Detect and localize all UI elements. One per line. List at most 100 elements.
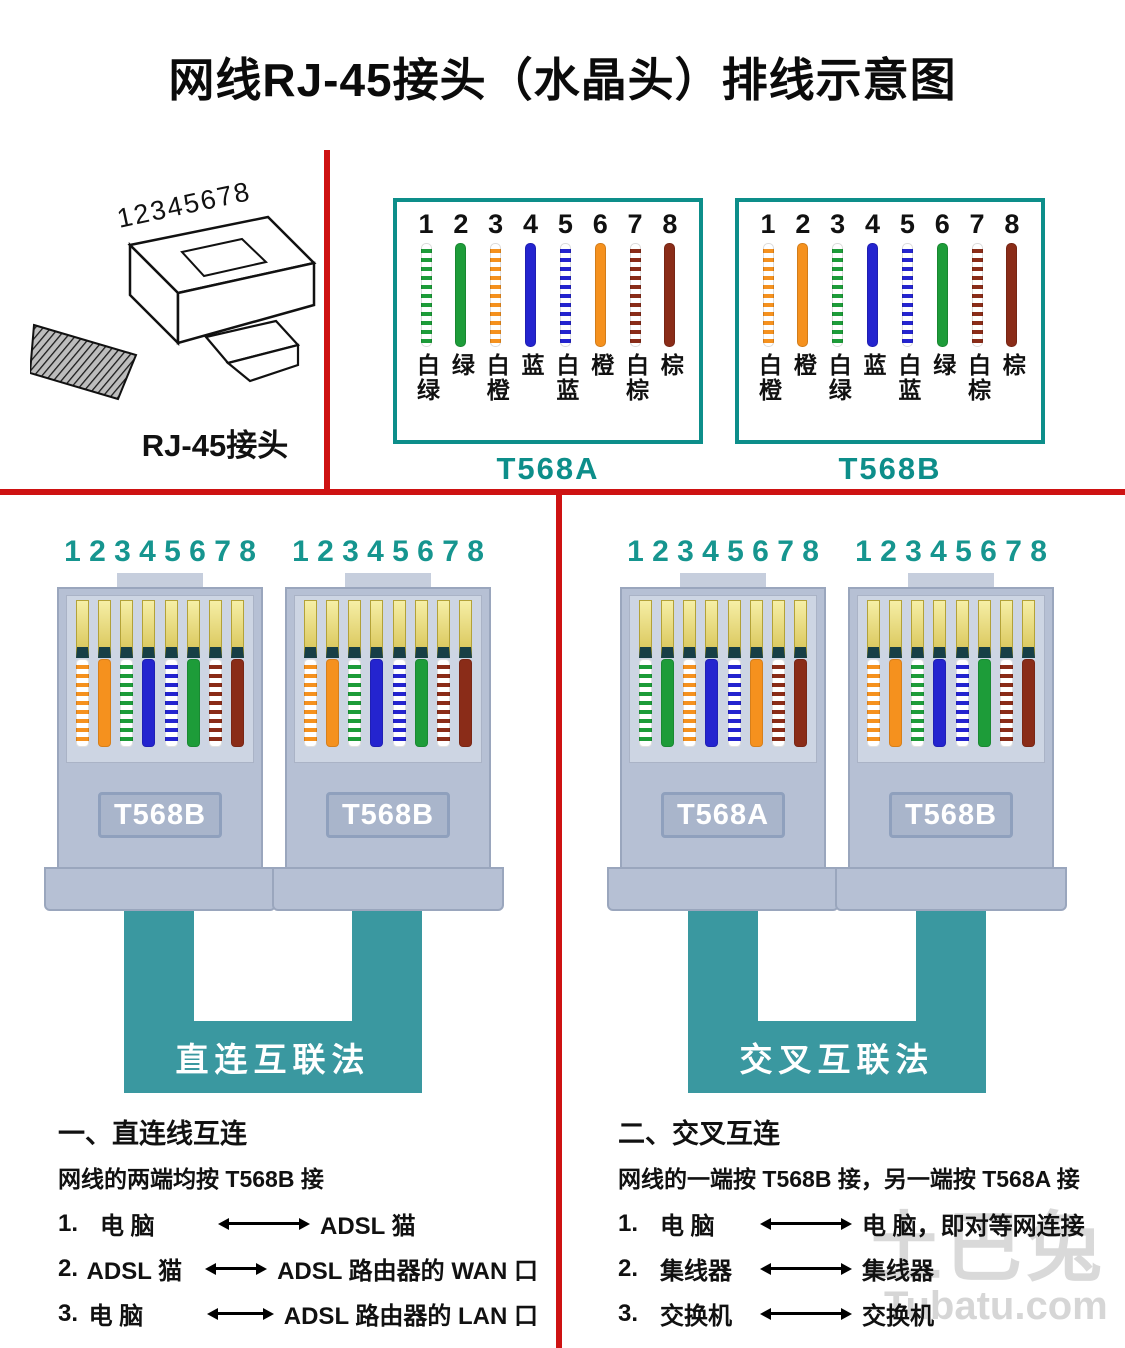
gold-pin	[76, 600, 89, 658]
panel-wire-column: 2 绿	[446, 208, 476, 434]
pin-column	[227, 600, 248, 758]
gold-pin	[639, 600, 652, 658]
wire-label: 白橙	[483, 353, 510, 403]
panel-title-t568a: T568A	[496, 451, 600, 486]
gold-pin	[661, 600, 675, 658]
pin-column	[183, 600, 204, 758]
gold-pin	[436, 600, 450, 658]
wire	[977, 659, 991, 747]
connector-wire-window	[857, 595, 1045, 763]
connector-pin-numbers: 1 2 3 4 5 6 7 8	[64, 535, 256, 568]
pin-number: 8	[662, 209, 678, 239]
pin-number: 2	[795, 209, 811, 239]
gold-pin	[208, 600, 222, 658]
item-number: 1.	[58, 1209, 79, 1237]
wire	[933, 659, 947, 747]
panel-wire-column: 4 蓝	[516, 208, 546, 434]
panel-wire-column: 7 白棕	[620, 208, 650, 434]
panel-t568b: 1 白橙 2 橙 3 白绿 4 蓝 5 白蓝 6 绿	[735, 198, 1045, 444]
double-arrow-icon	[206, 1307, 274, 1320]
wire-white-blue	[559, 243, 571, 347]
connection-item: 4. 路由器 路由器	[618, 1341, 1123, 1348]
wire	[326, 659, 340, 747]
wire	[208, 659, 222, 747]
wire-brown	[664, 243, 676, 347]
wire	[458, 659, 472, 747]
straight-description: 一、直连线互连 网线的两端均按 T568B 接 1. 电 脑 ADSL 猫 2.…	[58, 1112, 538, 1348]
connection-item: 1. 电 脑 ADSL 猫	[58, 1206, 538, 1241]
item-left-device: ADSL 猫	[86, 1258, 183, 1285]
item-number: 2.	[618, 1254, 639, 1282]
double-arrow-icon	[204, 1262, 268, 1275]
item-left-device: 电 脑	[660, 1213, 715, 1240]
connector-flange	[272, 867, 504, 911]
connector-flange	[44, 867, 276, 911]
item-left-device: 路由器	[660, 1341, 760, 1348]
crossover-description: 二、交叉互连 网线的一端按 T568B 接，另一端按 T568A 接 1. 电 …	[618, 1112, 1123, 1348]
connection-item: 4. 电 脑 集线器或交换机	[58, 1341, 538, 1348]
wire-label: 白绿	[413, 353, 440, 403]
divider-vertical-bottom	[556, 495, 562, 1348]
pin-column	[701, 600, 722, 758]
divider-vertical-top	[324, 150, 330, 492]
wire	[749, 659, 763, 747]
panel-wire-column: 3 白橙	[481, 208, 511, 434]
connector-pin-numbers: 1 2 3 4 5 6 7 8	[855, 535, 1047, 568]
rj45-caption: RJ-45接头	[141, 428, 289, 463]
wire	[1021, 659, 1035, 747]
gold-pin	[414, 600, 428, 658]
connector-body: T568A	[620, 587, 826, 867]
wire-blue	[867, 243, 879, 347]
panel-wire-column: 2 橙	[788, 208, 818, 434]
plate-area: T568B	[857, 763, 1045, 867]
panel-wire-column: 7 白棕	[962, 208, 992, 434]
pin-column	[433, 600, 454, 758]
pin-column	[344, 600, 365, 758]
pin-number: 4	[865, 209, 881, 239]
pin-column	[952, 600, 973, 758]
wire-green	[455, 243, 467, 347]
item-left-device: 交换机	[660, 1303, 732, 1330]
gold-pin	[142, 600, 156, 658]
item-number: 4.	[618, 1345, 660, 1348]
standard-label: T568B	[889, 792, 1013, 838]
connector-latch	[908, 573, 994, 587]
gold-pin	[370, 600, 384, 658]
wire	[436, 659, 450, 747]
wire-label: 白橙	[755, 353, 782, 403]
gold-pin	[771, 600, 785, 658]
pin-column	[635, 600, 656, 758]
wire	[392, 659, 406, 747]
wire-white-green	[832, 243, 844, 347]
panel-title-t568b: T568B	[838, 451, 942, 486]
pin-number: 2	[453, 209, 469, 239]
pin-number: 8	[1004, 209, 1020, 239]
wire-label: 橙	[587, 353, 614, 378]
connector-wire-window	[66, 595, 254, 763]
wire-label: 白绿	[825, 353, 852, 403]
pin-column	[679, 600, 700, 758]
gold-pin	[120, 600, 134, 658]
wire	[230, 659, 244, 747]
wire	[889, 659, 903, 747]
panel-wire-column: 5 白蓝	[892, 208, 922, 434]
double-arrow-icon	[760, 1217, 852, 1230]
connector-latch	[680, 573, 766, 587]
standard-label: T568A	[661, 792, 785, 838]
pin-column	[768, 600, 789, 758]
pin-number: 7	[627, 209, 643, 239]
connector-body: T568B	[285, 587, 491, 867]
double-arrow-icon	[760, 1307, 852, 1320]
pin-number: 6	[592, 209, 608, 239]
pin-column	[885, 600, 906, 758]
wire	[142, 659, 156, 747]
pin-column	[300, 600, 321, 758]
pin-column	[322, 600, 343, 758]
plug-side-face	[176, 261, 316, 345]
wire-label: 白蓝	[894, 353, 921, 403]
gold-pin	[186, 600, 200, 658]
pin-column	[455, 600, 476, 758]
wire-brown	[1006, 243, 1018, 347]
wire-white-orange	[490, 243, 502, 347]
pin-column	[1018, 600, 1039, 758]
